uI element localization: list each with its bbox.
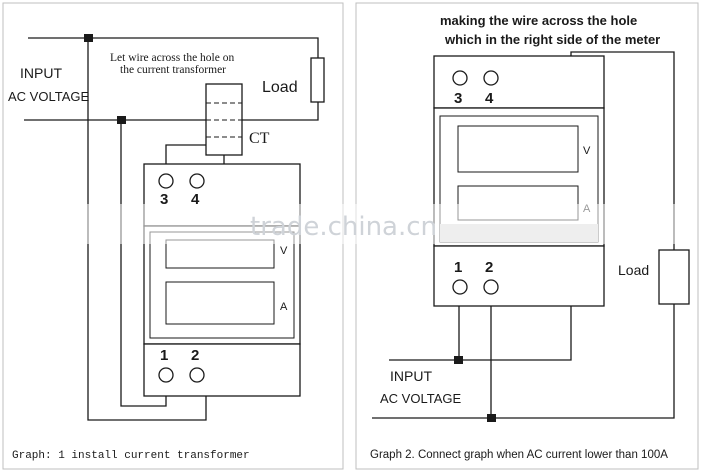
terminal-3 xyxy=(158,173,174,189)
ac-voltage-label: AC VOLTAGE xyxy=(8,89,89,104)
ct-note-line-1: Let wire across the hole on xyxy=(110,52,234,64)
terminal-3-label: 3 xyxy=(160,191,168,208)
ct-note-line-2: the current transformer xyxy=(120,64,226,76)
load-resistor xyxy=(658,249,690,305)
terminal-1-label: 1 xyxy=(160,347,168,364)
load-label: Load xyxy=(262,79,298,96)
input-label: INPUT xyxy=(390,368,432,384)
terminal-1-label: 1 xyxy=(454,259,462,276)
voltage-display xyxy=(165,239,275,269)
unit-a-label: A xyxy=(280,301,288,313)
junction-dot xyxy=(117,116,126,124)
panel-1-caption: Graph: 1 install current transformer xyxy=(12,450,250,462)
load-label: Load xyxy=(618,262,649,278)
terminal-2-label: 2 xyxy=(485,259,493,276)
terminal-2-label: 2 xyxy=(191,347,199,364)
terminal-1 xyxy=(158,367,174,383)
unit-v-label: V xyxy=(280,245,288,257)
junction-dot xyxy=(84,34,93,42)
junction-dot xyxy=(487,414,496,422)
meter-2: V A 3 4 1 2 xyxy=(433,55,605,307)
hole-note-line-2: which in the right side of the meter xyxy=(444,32,660,47)
unit-v-label: V xyxy=(583,145,591,157)
panel-2-caption: Graph 2. Connect graph when AC current l… xyxy=(370,449,668,461)
junction-dot xyxy=(454,356,463,364)
terminal-1 xyxy=(452,279,468,295)
watermark: trade.china.cn xyxy=(80,204,692,244)
terminal-3-label: 3 xyxy=(454,90,462,107)
terminal-4 xyxy=(483,70,499,86)
terminal-2 xyxy=(189,367,205,383)
terminal-4-label: 4 xyxy=(485,90,494,107)
terminal-4 xyxy=(189,173,205,189)
terminal-3 xyxy=(452,70,468,86)
hole-note-line-1: making the wire across the hole xyxy=(440,13,637,28)
ac-voltage-label: AC VOLTAGE xyxy=(380,391,461,406)
current-transformer xyxy=(205,83,243,156)
load-resistor xyxy=(310,57,325,103)
voltage-display xyxy=(457,125,579,173)
current-display xyxy=(165,281,275,325)
input-label: INPUT xyxy=(20,65,62,81)
watermark-text: trade.china.cn xyxy=(250,212,437,242)
terminal-2 xyxy=(483,279,499,295)
meter-1: V A 3 4 1 2 xyxy=(143,163,301,397)
terminal-4-label: 4 xyxy=(191,191,200,208)
ct-label: CT xyxy=(249,130,270,147)
